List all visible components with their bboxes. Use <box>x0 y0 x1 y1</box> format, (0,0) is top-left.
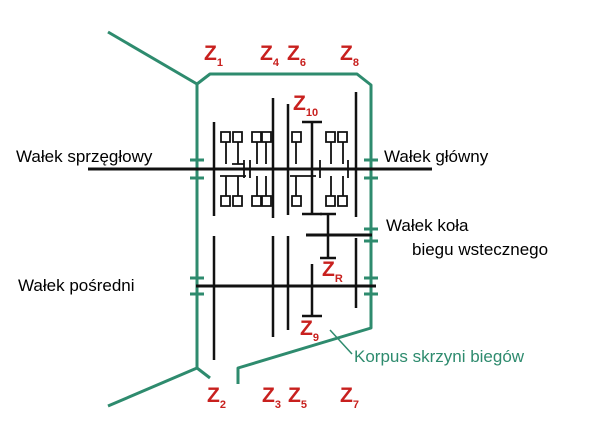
sync-lower-3 <box>291 195 302 207</box>
sync-lower-2 <box>251 195 272 207</box>
gear-label-z8: Z8 <box>340 42 359 69</box>
housing-label-leader <box>329 329 353 355</box>
sync-upper-4 <box>325 131 348 143</box>
sync-upper-bracket-4 <box>330 142 344 164</box>
label-main-shaft: Wałek główny <box>384 147 489 166</box>
gearbox-housing <box>107 30 378 408</box>
bearing-counter-right <box>364 276 378 296</box>
gear-label-z2: Z2 <box>207 384 226 411</box>
gear-label-z7: Z7 <box>340 384 359 411</box>
label-clutch-shaft: Wałek sprzęgłowy <box>16 147 153 166</box>
label-housing: Korpus skrzyni biegów <box>354 347 525 366</box>
sync-lower-4 <box>325 195 348 207</box>
sync-upper-bracket-1 <box>225 142 244 165</box>
synchronizers <box>220 131 349 207</box>
sync-lower-bracket-3 <box>290 175 316 196</box>
shaft-hub-ticks <box>243 160 349 178</box>
bearing-reverse-right <box>364 227 378 243</box>
label-reverse-shaft-line2: biegu wstecznego <box>412 240 548 259</box>
bearing-main-right <box>364 158 378 180</box>
shafts <box>88 167 432 288</box>
sync-upper-1 <box>220 131 243 143</box>
housing-outline <box>196 72 373 384</box>
sync-lower-bracket-2 <box>256 176 267 196</box>
gear-label-z4: Z4 <box>260 42 280 69</box>
sync-lower-bracket-4 <box>330 176 344 196</box>
gear-label-z10: Z10 <box>293 92 318 119</box>
gears <box>212 92 358 360</box>
bearing-counter-left <box>190 276 204 296</box>
gear-label-z9: Z9 <box>300 317 319 344</box>
gear-label-z6: Z6 <box>287 42 306 69</box>
sync-upper-bracket-2 <box>256 142 267 164</box>
sync-lower-bracket-1 <box>220 175 246 196</box>
gear-label-zr: ZR <box>322 258 343 285</box>
label-reverse-shaft-line1: Wałek koła <box>386 216 469 235</box>
housing-bottom-gap <box>196 366 211 380</box>
sync-lower-1 <box>220 195 243 207</box>
housing-input-flange <box>107 30 198 86</box>
bearing-input-left <box>190 158 204 180</box>
sync-upper-3 <box>291 131 302 143</box>
gear-label-z5: Z5 <box>288 384 307 411</box>
sync-upper-2 <box>251 131 272 143</box>
label-counter-shaft: Wałek pośredni <box>18 276 135 295</box>
housing-left-wall <box>107 84 199 408</box>
gear-label-z3: Z3 <box>262 384 281 411</box>
gear-label-z1: Z1 <box>204 42 223 69</box>
